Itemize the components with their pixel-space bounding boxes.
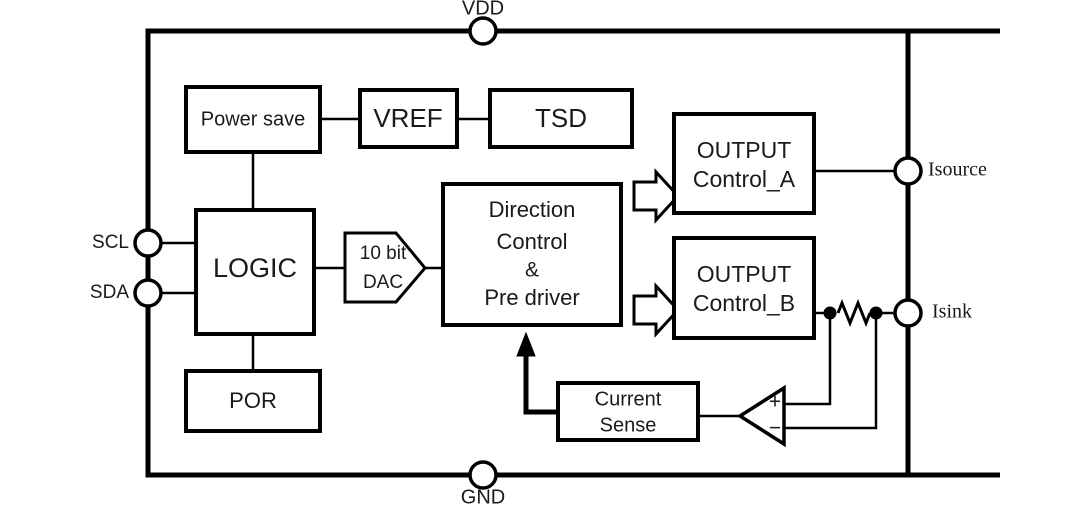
pin-gnd[interactable]: GND bbox=[461, 460, 505, 507]
resistor-zigzag-icon bbox=[836, 298, 872, 328]
sense-resistor bbox=[823, 298, 883, 328]
direction-control-rect[interactable] bbox=[441, 182, 623, 327]
direction-control-line4: Pre driver bbox=[484, 285, 579, 310]
sda-pin-circle[interactable] bbox=[133, 278, 163, 308]
block-direction-control[interactable]: Direction Control & Pre driver bbox=[441, 182, 623, 327]
output-control-b-line1: OUTPUT bbox=[697, 261, 792, 287]
vdd-pin-label: VDD bbox=[462, 0, 504, 19]
pin-isource[interactable]: Isource bbox=[893, 156, 987, 186]
output-control-a-rect[interactable] bbox=[672, 112, 816, 215]
output-control-a-line2: Control_A bbox=[693, 166, 796, 192]
amplifier-minus-label: − bbox=[769, 417, 781, 440]
amplifier-plus-label: + bbox=[769, 391, 781, 414]
dac-pentagon-shape[interactable] bbox=[343, 231, 427, 304]
current-sense-rect[interactable] bbox=[556, 381, 700, 442]
vref-rect[interactable] bbox=[358, 88, 459, 149]
direction-control-line2: Control bbox=[497, 229, 568, 254]
junction-dot-left bbox=[823, 306, 837, 320]
amplifier-triangle-icon[interactable] bbox=[736, 384, 786, 448]
feedback-arrowhead-icon bbox=[516, 331, 536, 357]
output-control-a-line1: OUTPUT bbox=[697, 137, 792, 163]
block-arrow-to-output-b-icon bbox=[632, 282, 681, 338]
block-current-sense[interactable]: Current Sense bbox=[556, 381, 700, 442]
output-control-b-rect[interactable] bbox=[672, 236, 816, 340]
sense-amplifier[interactable]: + − bbox=[736, 384, 786, 448]
wire-rsense-left-to-plus-input bbox=[782, 313, 832, 406]
scl-pin-label: SCL bbox=[92, 232, 129, 253]
isink-pin-circle[interactable] bbox=[893, 298, 923, 328]
pin-isink[interactable]: Isink bbox=[893, 298, 972, 328]
block-output-control-a[interactable]: OUTPUT Control_A bbox=[672, 112, 816, 215]
block-power-save[interactable]: Power save bbox=[184, 85, 322, 154]
power-save-rect[interactable] bbox=[184, 85, 322, 154]
direction-control-line1: Direction bbox=[489, 197, 576, 222]
sda-pin-label: SDA bbox=[90, 282, 129, 303]
scl-pin-circle[interactable] bbox=[133, 228, 163, 258]
direction-control-line3: & bbox=[525, 259, 539, 282]
block-por[interactable]: POR bbox=[184, 369, 322, 433]
isource-pin-label: Isource bbox=[928, 159, 987, 181]
logic-label: LOGIC bbox=[213, 253, 297, 283]
supply-stubs bbox=[908, 28, 1000, 478]
block-vref[interactable]: VREF bbox=[358, 88, 459, 149]
gnd-pin-circle[interactable] bbox=[468, 460, 498, 490]
power-save-label: Power save bbox=[201, 108, 306, 130]
junction-dot-right bbox=[869, 306, 883, 320]
block-arrows bbox=[632, 168, 681, 338]
pin-vdd[interactable]: VDD bbox=[462, 0, 504, 46]
block-arrow-to-output-a-icon bbox=[632, 168, 681, 224]
tsd-rect[interactable] bbox=[488, 88, 634, 149]
gnd-pin-label: GND bbox=[461, 486, 505, 507]
feedback-path bbox=[516, 331, 558, 415]
logic-rect[interactable] bbox=[194, 208, 316, 336]
internal-wires bbox=[161, 117, 896, 430]
wire-rsense-right-to-minus-input bbox=[782, 313, 878, 430]
block-tsd[interactable]: TSD bbox=[488, 88, 634, 149]
isink-pin-label: Isink bbox=[932, 301, 972, 323]
vref-label: VREF bbox=[373, 103, 442, 133]
pin-scl[interactable]: SCL bbox=[92, 228, 163, 258]
block-dac[interactable]: 10 bit DAC bbox=[343, 231, 427, 304]
por-label: POR bbox=[229, 388, 277, 413]
dac-label-line1: 10 bit bbox=[360, 243, 407, 264]
isource-pin-circle[interactable] bbox=[893, 156, 923, 186]
wire-current-sense-feedback bbox=[523, 352, 558, 415]
dac-label-line2: DAC bbox=[363, 272, 403, 293]
block-logic[interactable]: LOGIC bbox=[194, 208, 316, 336]
current-sense-line2: Sense bbox=[600, 414, 657, 436]
pin-sda[interactable]: SDA bbox=[90, 278, 163, 308]
block-output-control-b[interactable]: OUTPUT Control_B bbox=[672, 236, 816, 340]
vdd-pin-circle[interactable] bbox=[468, 16, 498, 46]
output-control-b-line2: Control_B bbox=[693, 290, 795, 316]
tsd-label: TSD bbox=[535, 103, 587, 133]
por-rect[interactable] bbox=[184, 369, 322, 433]
current-sense-line1: Current bbox=[595, 388, 662, 410]
